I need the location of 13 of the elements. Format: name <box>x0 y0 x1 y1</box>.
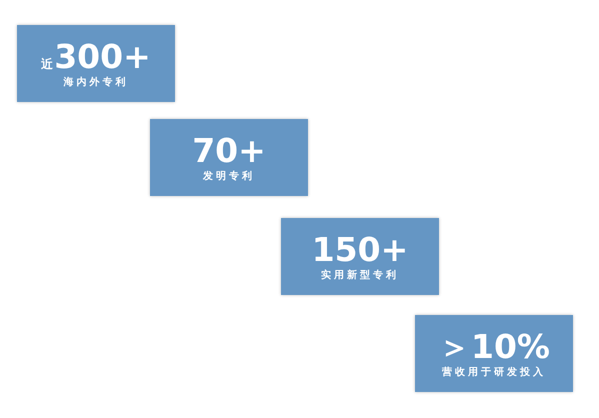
stat-caption: 海内外专利 <box>64 76 128 88</box>
stat-number: 150+ <box>312 232 408 268</box>
stat-number: 70+ <box>192 132 266 168</box>
stat-card <box>150 119 308 196</box>
stat-number: 300+ <box>54 38 151 74</box>
stat-card <box>17 25 175 102</box>
stat-card <box>415 315 573 392</box>
stat-caption: 发明专利 <box>203 170 255 182</box>
stat-caption: 实用新型专利 <box>321 268 399 282</box>
stat-card <box>281 218 439 295</box>
prefix-text: 近 <box>41 56 54 72</box>
stat-caption: 营收用于研发投入 <box>442 366 546 378</box>
stat-number: ＞10% <box>438 328 550 364</box>
